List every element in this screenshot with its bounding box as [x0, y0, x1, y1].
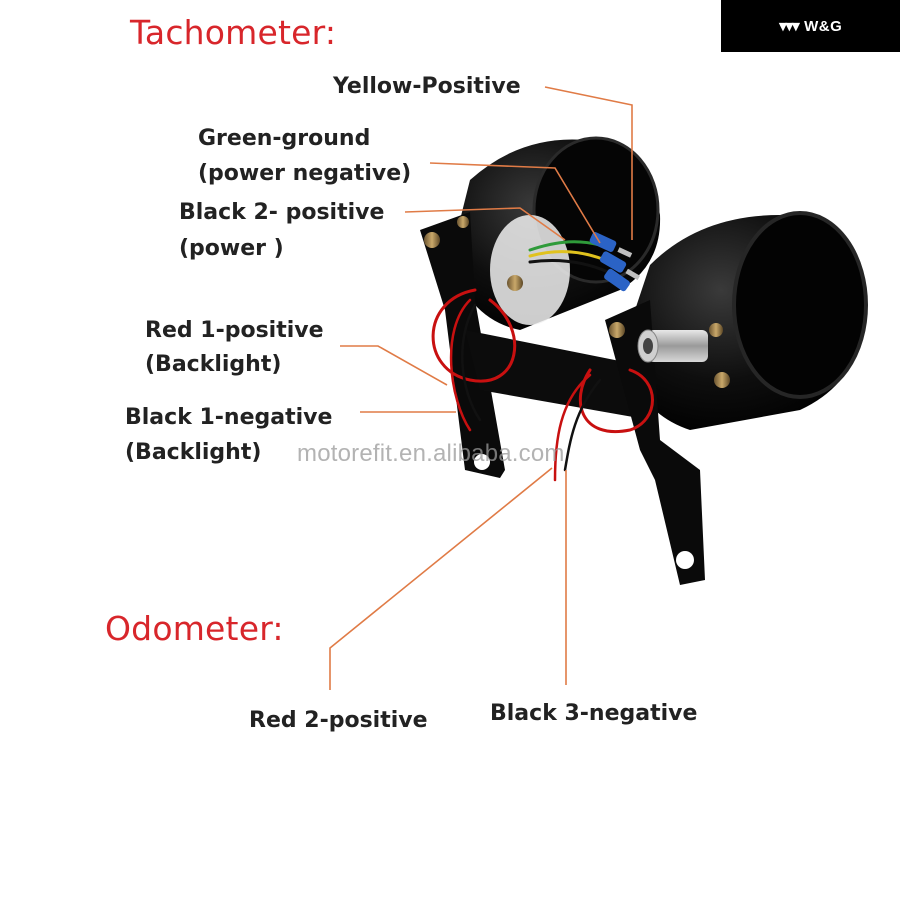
- leader-lines: [329, 86, 633, 690]
- leader-red1: [340, 345, 448, 386]
- label-black3-negative: Black 3-negative: [490, 701, 698, 726]
- label-red2-positive: Red 2-positive: [249, 708, 428, 733]
- leader-green: [429, 162, 601, 244]
- logo-text: W&G: [804, 17, 843, 35]
- odometer-gauge: [625, 211, 868, 430]
- tachometer-gauge: [450, 136, 661, 330]
- brand-logo: ▼▼▼ W&G: [721, 0, 900, 52]
- leader-black2: [404, 207, 566, 241]
- watermark-text: motorefit.en.alibaba.com: [297, 440, 565, 467]
- label-red1-note: (Backlight): [145, 352, 282, 377]
- label-yellow-positive: Yellow-Positive: [333, 74, 521, 99]
- odometer-rim: [732, 211, 868, 399]
- odometer-heading: Odometer:: [105, 609, 284, 648]
- label-black2-note: (power ): [179, 236, 284, 261]
- label-black1-note: (Backlight): [125, 440, 262, 465]
- label-green-ground: Green-ground: [198, 126, 371, 151]
- label-black2-positive: Black 2- positive: [179, 200, 385, 225]
- label-red1-positive: Red 1-positive: [145, 318, 324, 343]
- tachometer-heading: Tachometer:: [130, 13, 337, 52]
- bracket-mount-hole: [676, 551, 694, 569]
- label-green-ground-note: (power negative): [198, 161, 412, 186]
- bolt-icons: [424, 216, 730, 388]
- logo-arrows-icon: ▼▼▼: [778, 19, 800, 33]
- bracket-crossbar: [465, 330, 650, 420]
- speedometer-shaft: [637, 329, 708, 363]
- leader-red2: [329, 467, 553, 690]
- leader-yellow: [544, 86, 633, 240]
- label-black1-negative: Black 1-negative: [125, 405, 333, 430]
